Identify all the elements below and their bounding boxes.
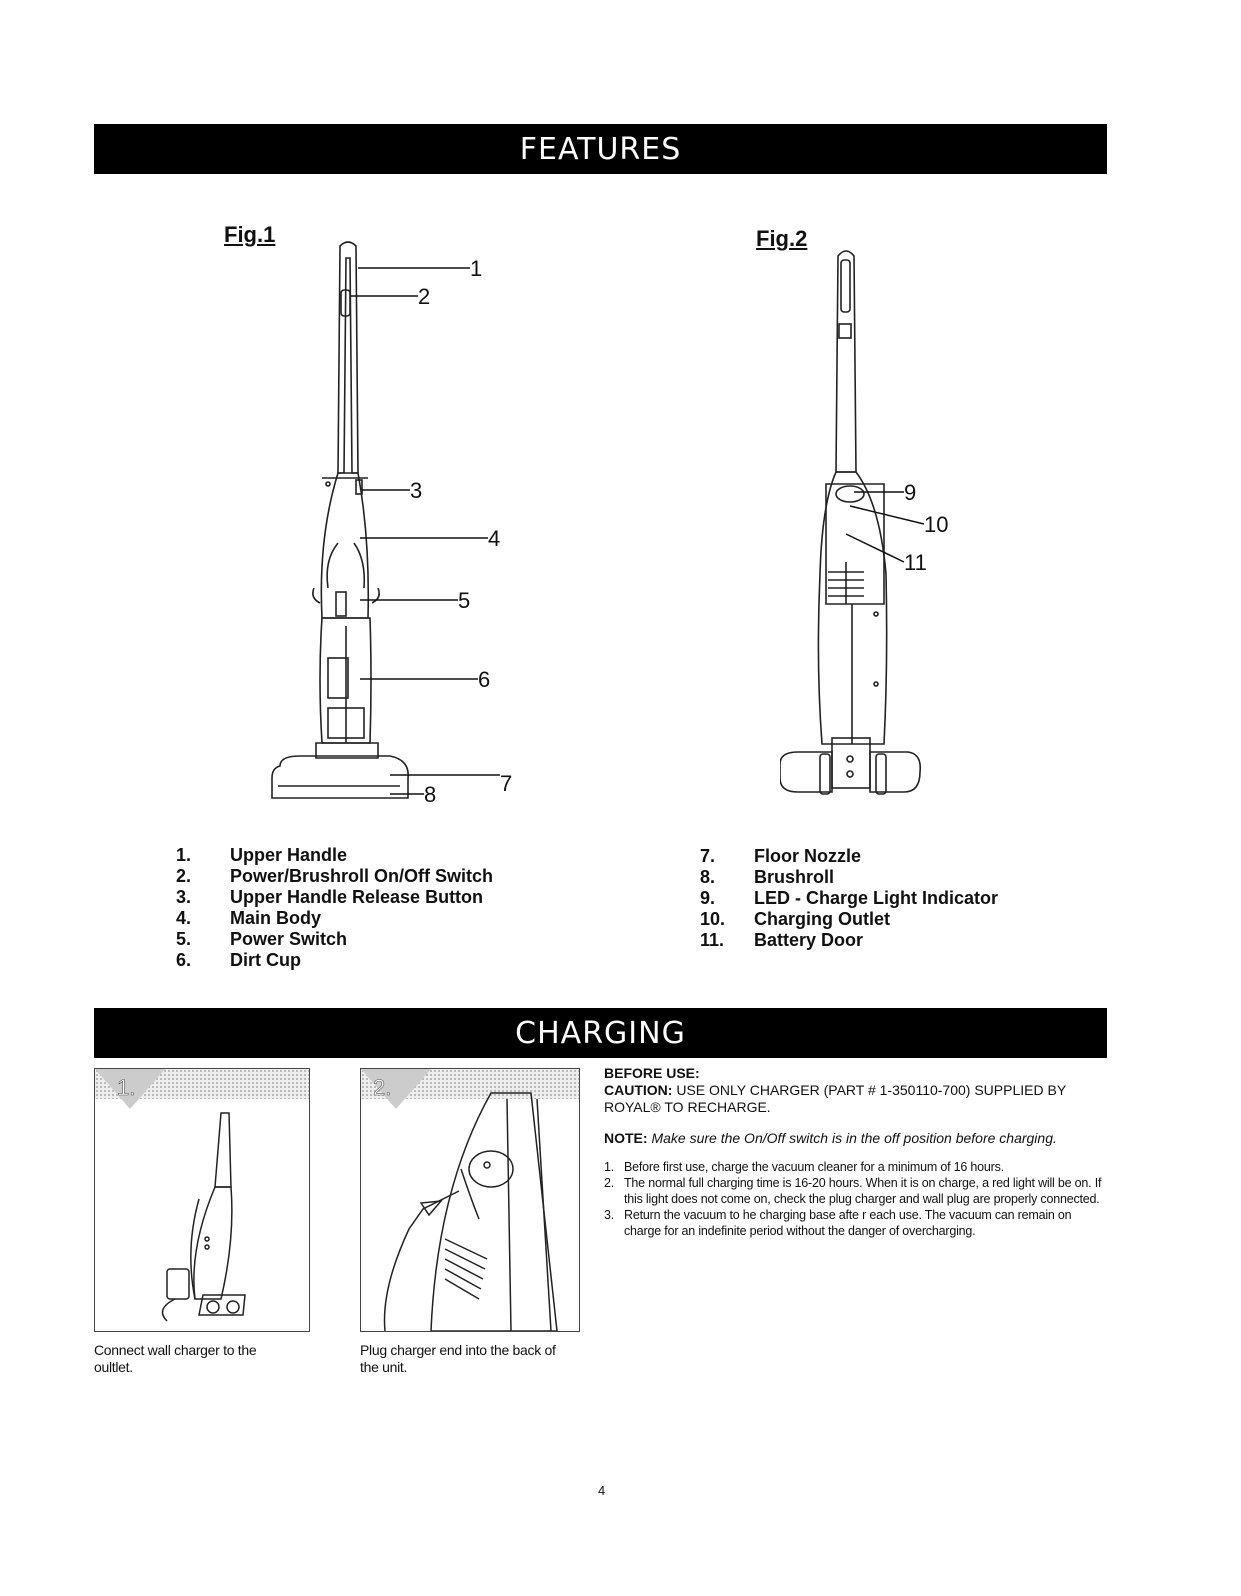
fig2-label: Fig.2 (756, 226, 808, 251)
item-number: 10. (700, 909, 726, 929)
item-label: LED - Charge Light Indicator (754, 888, 999, 908)
item-label: Brushroll (754, 867, 835, 887)
list-item: 11. Battery Door (700, 930, 998, 951)
item-number: 2. (176, 866, 192, 886)
list-item: 7. Floor Nozzle (700, 846, 998, 867)
charging-instructions: BEFORE USE: CAUTION: USE ONLY CHARGER (P… (604, 1065, 1104, 1239)
fig1-label: Fig.1 (224, 222, 276, 247)
list-item: 1. Before first use, charge the vacuum cl… (604, 1159, 1104, 1175)
list-item: 6. Dirt Cup (176, 950, 493, 971)
list-item: 10. Charging Outlet (700, 909, 998, 930)
step-number: 3. (604, 1208, 615, 1222)
photo-step-2: 2. (360, 1068, 580, 1332)
callout-2: 2 (418, 284, 430, 309)
item-number: 6. (176, 950, 192, 970)
step-number: 1. (604, 1160, 615, 1174)
callout-3: 3 (410, 478, 422, 503)
list-item: 2. The normal full charging time is 16-20… (604, 1175, 1104, 1207)
item-number: 4. (176, 908, 192, 928)
step-text: Return the vacuum to he charging base af… (624, 1208, 1072, 1238)
item-label: Battery Door (754, 930, 864, 950)
vacuum-front-illustration: 1 2 3 4 5 6 7 8 (271, 241, 512, 807)
caution-label: CAUTION: (604, 1082, 673, 1098)
item-label: Upper Handle Release Button (230, 887, 484, 907)
parts-list-right: 7. Floor Nozzle 8. Brushroll 9. LED - Charg… (700, 846, 998, 951)
step-number: 2. (604, 1176, 615, 1190)
plug-charger-illustration: 2. (361, 1069, 579, 1331)
callout-6: 6 (478, 667, 490, 692)
wall-charger-illustration: 1. (95, 1069, 309, 1322)
callout-7: 7 (500, 771, 512, 796)
step-number: 2. (373, 1075, 391, 1100)
callout-1: 1 (470, 256, 482, 281)
list-item: 4. Main Body (176, 908, 493, 929)
features-banner: FEATURES (94, 124, 1107, 174)
list-item: 8. Brushroll (700, 867, 998, 888)
item-label: Power Switch (230, 929, 348, 949)
note-label: NOTE: (604, 1130, 648, 1146)
item-number: 5. (176, 929, 192, 949)
item-number: 8. (700, 867, 716, 887)
callout-8: 8 (424, 782, 436, 807)
list-item: 5. Power Switch (176, 929, 493, 950)
step-text: The normal full charging time is 16-20 h… (624, 1176, 1102, 1206)
list-item: 3. Return the vacuum to he charging base … (604, 1207, 1104, 1239)
item-label: Dirt Cup (230, 950, 301, 970)
step-number: 1. (117, 1075, 135, 1100)
note-text: Make sure the On/Off switch is in the of… (651, 1130, 1057, 1146)
item-label: Main Body (230, 908, 322, 928)
caution-paragraph: CAUTION: USE ONLY CHARGER (PART # 1-3501… (604, 1082, 1104, 1116)
item-label: Power/Brushroll On/Off Switch (230, 866, 494, 886)
callout-11: 11 (904, 550, 927, 575)
list-item: 1. Upper Handle (176, 845, 493, 866)
item-label: Charging Outlet (754, 909, 890, 929)
item-label: Upper Handle (230, 845, 348, 865)
callout-10: 10 (924, 512, 948, 537)
item-number: 7. (700, 846, 716, 866)
parts-list-left: 1. Upper Handle 2. Power/Brushroll On/Off … (176, 845, 493, 971)
page-number: 4 (598, 1483, 606, 1498)
step-text: Before first use, charge the vacuum clea… (624, 1160, 1004, 1174)
vacuum-back-illustration: 9 10 11 (780, 250, 948, 795)
photo-step-1: 1. (94, 1068, 310, 1332)
item-number: 1. (176, 845, 192, 865)
callout-9: 9 (904, 480, 916, 505)
item-number: 3. (176, 887, 192, 907)
item-label: Floor Nozzle (754, 846, 861, 866)
charging-banner: CHARGING (94, 1008, 1107, 1058)
charging-steps: 1. Before first use, charge the vacuum cl… (604, 1159, 1104, 1239)
note-paragraph: NOTE: Make sure the On/Off switch is in … (604, 1130, 1104, 1147)
item-number: 9. (700, 888, 716, 908)
photo-1-caption: Connect wall charger to the oultlet. (94, 1342, 257, 1375)
list-item: 9. LED - Charge Light Indicator (700, 888, 998, 909)
list-item: 2. Power/Brushroll On/Off Switch (176, 866, 493, 887)
callout-5: 5 (458, 588, 470, 613)
callout-4: 4 (488, 526, 500, 551)
caution-text: USE ONLY CHARGER (PART # 1-350110-700) S… (604, 1082, 1066, 1115)
item-number: 11. (700, 930, 725, 950)
before-use-heading: BEFORE USE: (604, 1065, 700, 1081)
photo-2-caption: Plug charger end into the back of the un… (360, 1342, 556, 1375)
list-item: 3. Upper Handle Release Button (176, 887, 493, 908)
